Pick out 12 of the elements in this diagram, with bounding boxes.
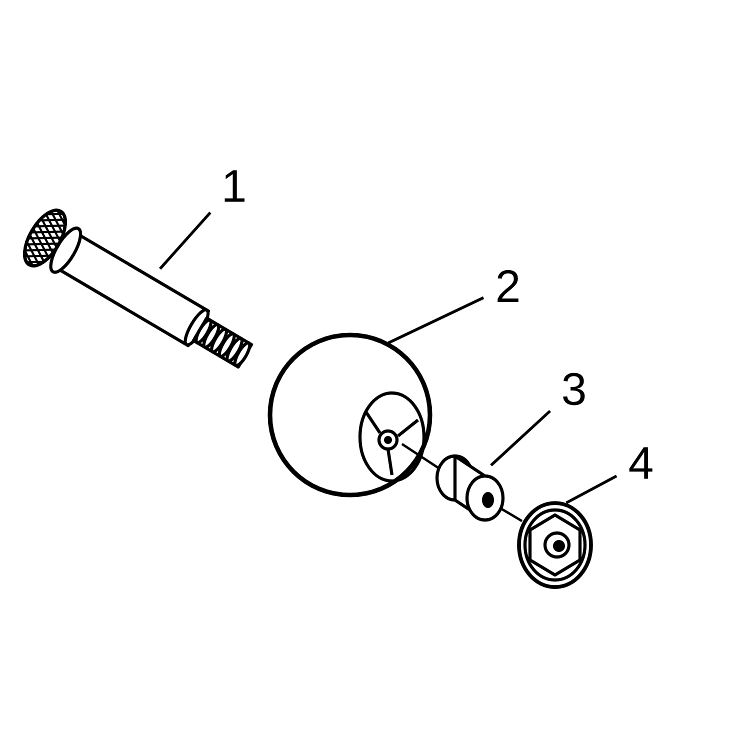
bolt-drawing: [23, 208, 254, 369]
ball-drawing: [268, 332, 432, 498]
callout-number: 2: [498, 270, 518, 302]
leader-line: [388, 296, 484, 344]
leader-line: [158, 212, 212, 270]
callout-number: 3: [563, 372, 585, 406]
flange-nut-drawing: [517, 501, 593, 589]
leader-line: [566, 474, 618, 504]
spacer-drawing: [435, 454, 505, 522]
callout-number: 1: [224, 170, 244, 202]
callout-number: 4: [629, 447, 652, 479]
leader-line: [490, 410, 552, 466]
